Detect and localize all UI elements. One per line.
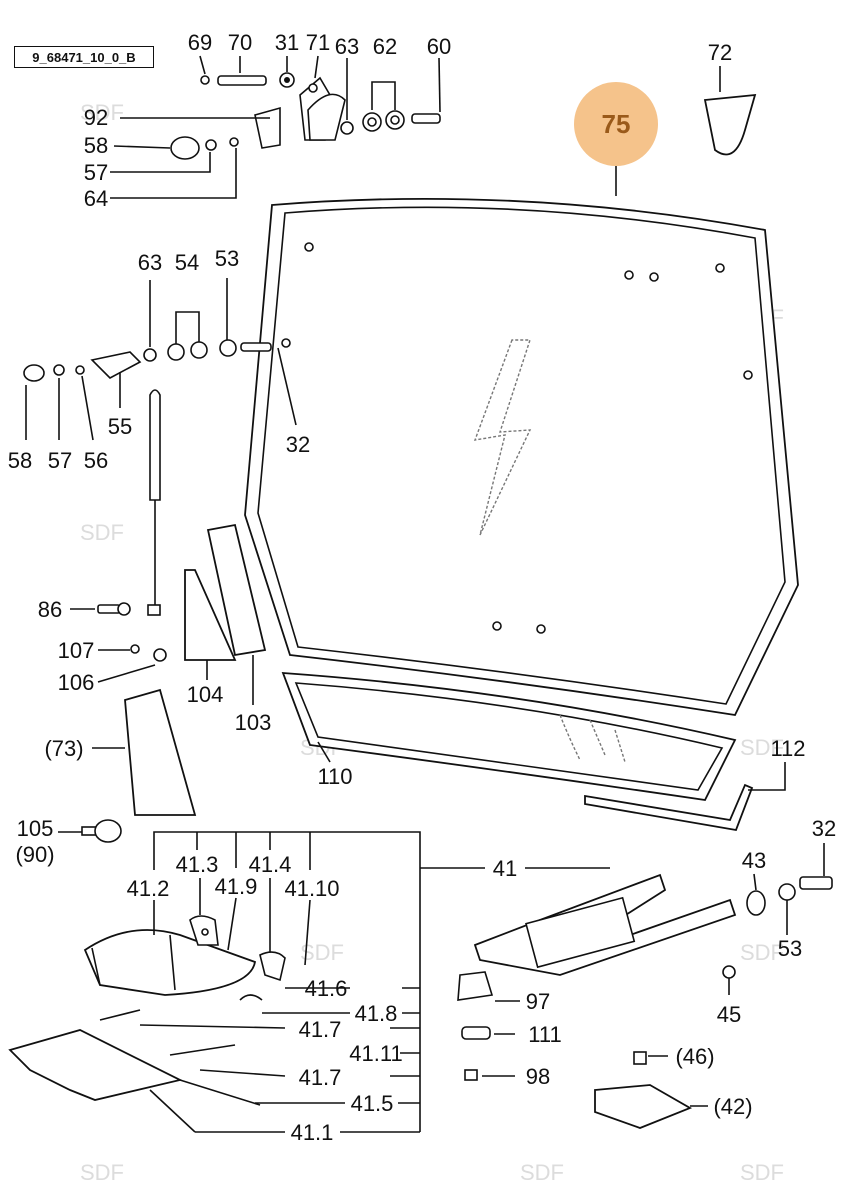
- top-hardware[interactable]: [170, 72, 441, 160]
- small-fasteners[interactable]: [97, 602, 167, 662]
- seal-strip[interactable]: [584, 783, 754, 832]
- callout-41-4: 41.4: [249, 852, 292, 877]
- callout-55: 55: [108, 414, 132, 439]
- mount-plate[interactable]: [594, 1051, 693, 1129]
- callout-62: 62: [373, 34, 397, 59]
- windscreen-glass[interactable]: [244, 197, 799, 716]
- callout-105: 105: [17, 816, 54, 841]
- wedge-73[interactable]: [124, 688, 197, 816]
- callout-57: 57: [84, 160, 108, 185]
- callout-41-10: 41.10: [284, 876, 339, 901]
- callout-43: 43: [742, 848, 766, 873]
- callout-92: 92: [84, 105, 108, 130]
- callout-41-11: 41.11: [349, 1041, 402, 1066]
- callout-73: (73): [44, 736, 83, 761]
- callout-72: 72: [708, 40, 732, 65]
- callout-41-6: 41.6: [305, 976, 348, 1001]
- callout-106: 106: [58, 670, 95, 695]
- callout-112: 112: [770, 736, 805, 761]
- callout-70: 70: [228, 30, 252, 55]
- callout-32: 32: [286, 432, 310, 457]
- callout-58: 58: [8, 448, 32, 473]
- callout-42: (42): [713, 1094, 752, 1119]
- callout-41-9: 41.9: [215, 874, 258, 899]
- callout-31: 31: [275, 30, 299, 55]
- watermark: SDF: [80, 100, 124, 125]
- callout-97: 97: [526, 989, 550, 1014]
- gas-strut[interactable]: [147, 389, 161, 616]
- diagram-code: 9_68471_10_0_B: [14, 46, 154, 68]
- callout-111: 111: [528, 1022, 561, 1047]
- watermark: SDF: [740, 735, 784, 760]
- callout-41-3: 41.3: [176, 852, 219, 877]
- callout-41-7: 41.7: [299, 1017, 342, 1042]
- callout-41: 41: [493, 856, 517, 881]
- callout-53: 53: [778, 936, 802, 961]
- watermark: SDF: [520, 1160, 564, 1185]
- bracket-72[interactable]: [703, 93, 757, 156]
- lower-panel[interactable]: [281, 672, 737, 801]
- callout-32: 32: [812, 816, 836, 841]
- callout-71: 71: [306, 30, 330, 55]
- callout-110: 110: [317, 764, 352, 789]
- callout-labels: 69 70 31 71 63 62 60 72 92 58 57 64 63 5…: [8, 30, 836, 1145]
- callout-63: 63: [335, 34, 359, 59]
- callout-53: 53: [215, 246, 239, 271]
- watermark: SDF: [740, 1160, 784, 1185]
- callout-41-1: 41.1: [291, 1120, 334, 1145]
- callout-41-2: 41.2: [127, 876, 170, 901]
- clip-parts[interactable]: [457, 971, 494, 1081]
- strut-mount-hardware[interactable]: [23, 338, 291, 382]
- callout-46: (46): [675, 1044, 714, 1069]
- callout-56: 56: [84, 448, 108, 473]
- wedge-104[interactable]: [184, 569, 237, 661]
- callout-64: 64: [84, 186, 108, 211]
- callout-104: 104: [187, 682, 224, 707]
- hinge-assembly-left[interactable]: [8, 915, 286, 1106]
- callout-63: 63: [138, 250, 162, 275]
- callout-41-8: 41.8: [355, 1001, 398, 1026]
- callout-75: 75: [602, 109, 631, 139]
- watermark: SDF: [80, 520, 124, 545]
- highlight-circle: [574, 82, 658, 166]
- callout-86: 86: [38, 597, 62, 622]
- callout-45: 45: [717, 1002, 741, 1027]
- wedge-103[interactable]: [206, 523, 267, 657]
- callout-103: 103: [235, 710, 272, 735]
- callout-98: 98: [526, 1064, 550, 1089]
- callout-41-7: 41.7: [299, 1065, 342, 1090]
- callout-69: 69: [188, 30, 212, 55]
- callout-54: 54: [175, 250, 199, 275]
- callout-107: 107: [58, 638, 95, 663]
- knob-105[interactable]: [81, 819, 122, 843]
- callout-60: 60: [427, 34, 451, 59]
- watermark: SDF: [80, 1160, 124, 1185]
- callout-90: (90): [15, 842, 54, 867]
- hinge-assembly-right[interactable]: [473, 873, 737, 976]
- callout-57: 57: [48, 448, 72, 473]
- leader-lines: [25, 55, 825, 1133]
- callout-58: 58: [84, 133, 108, 158]
- watermark: SDF: [740, 940, 784, 965]
- callout-41-5: 41.5: [351, 1091, 394, 1116]
